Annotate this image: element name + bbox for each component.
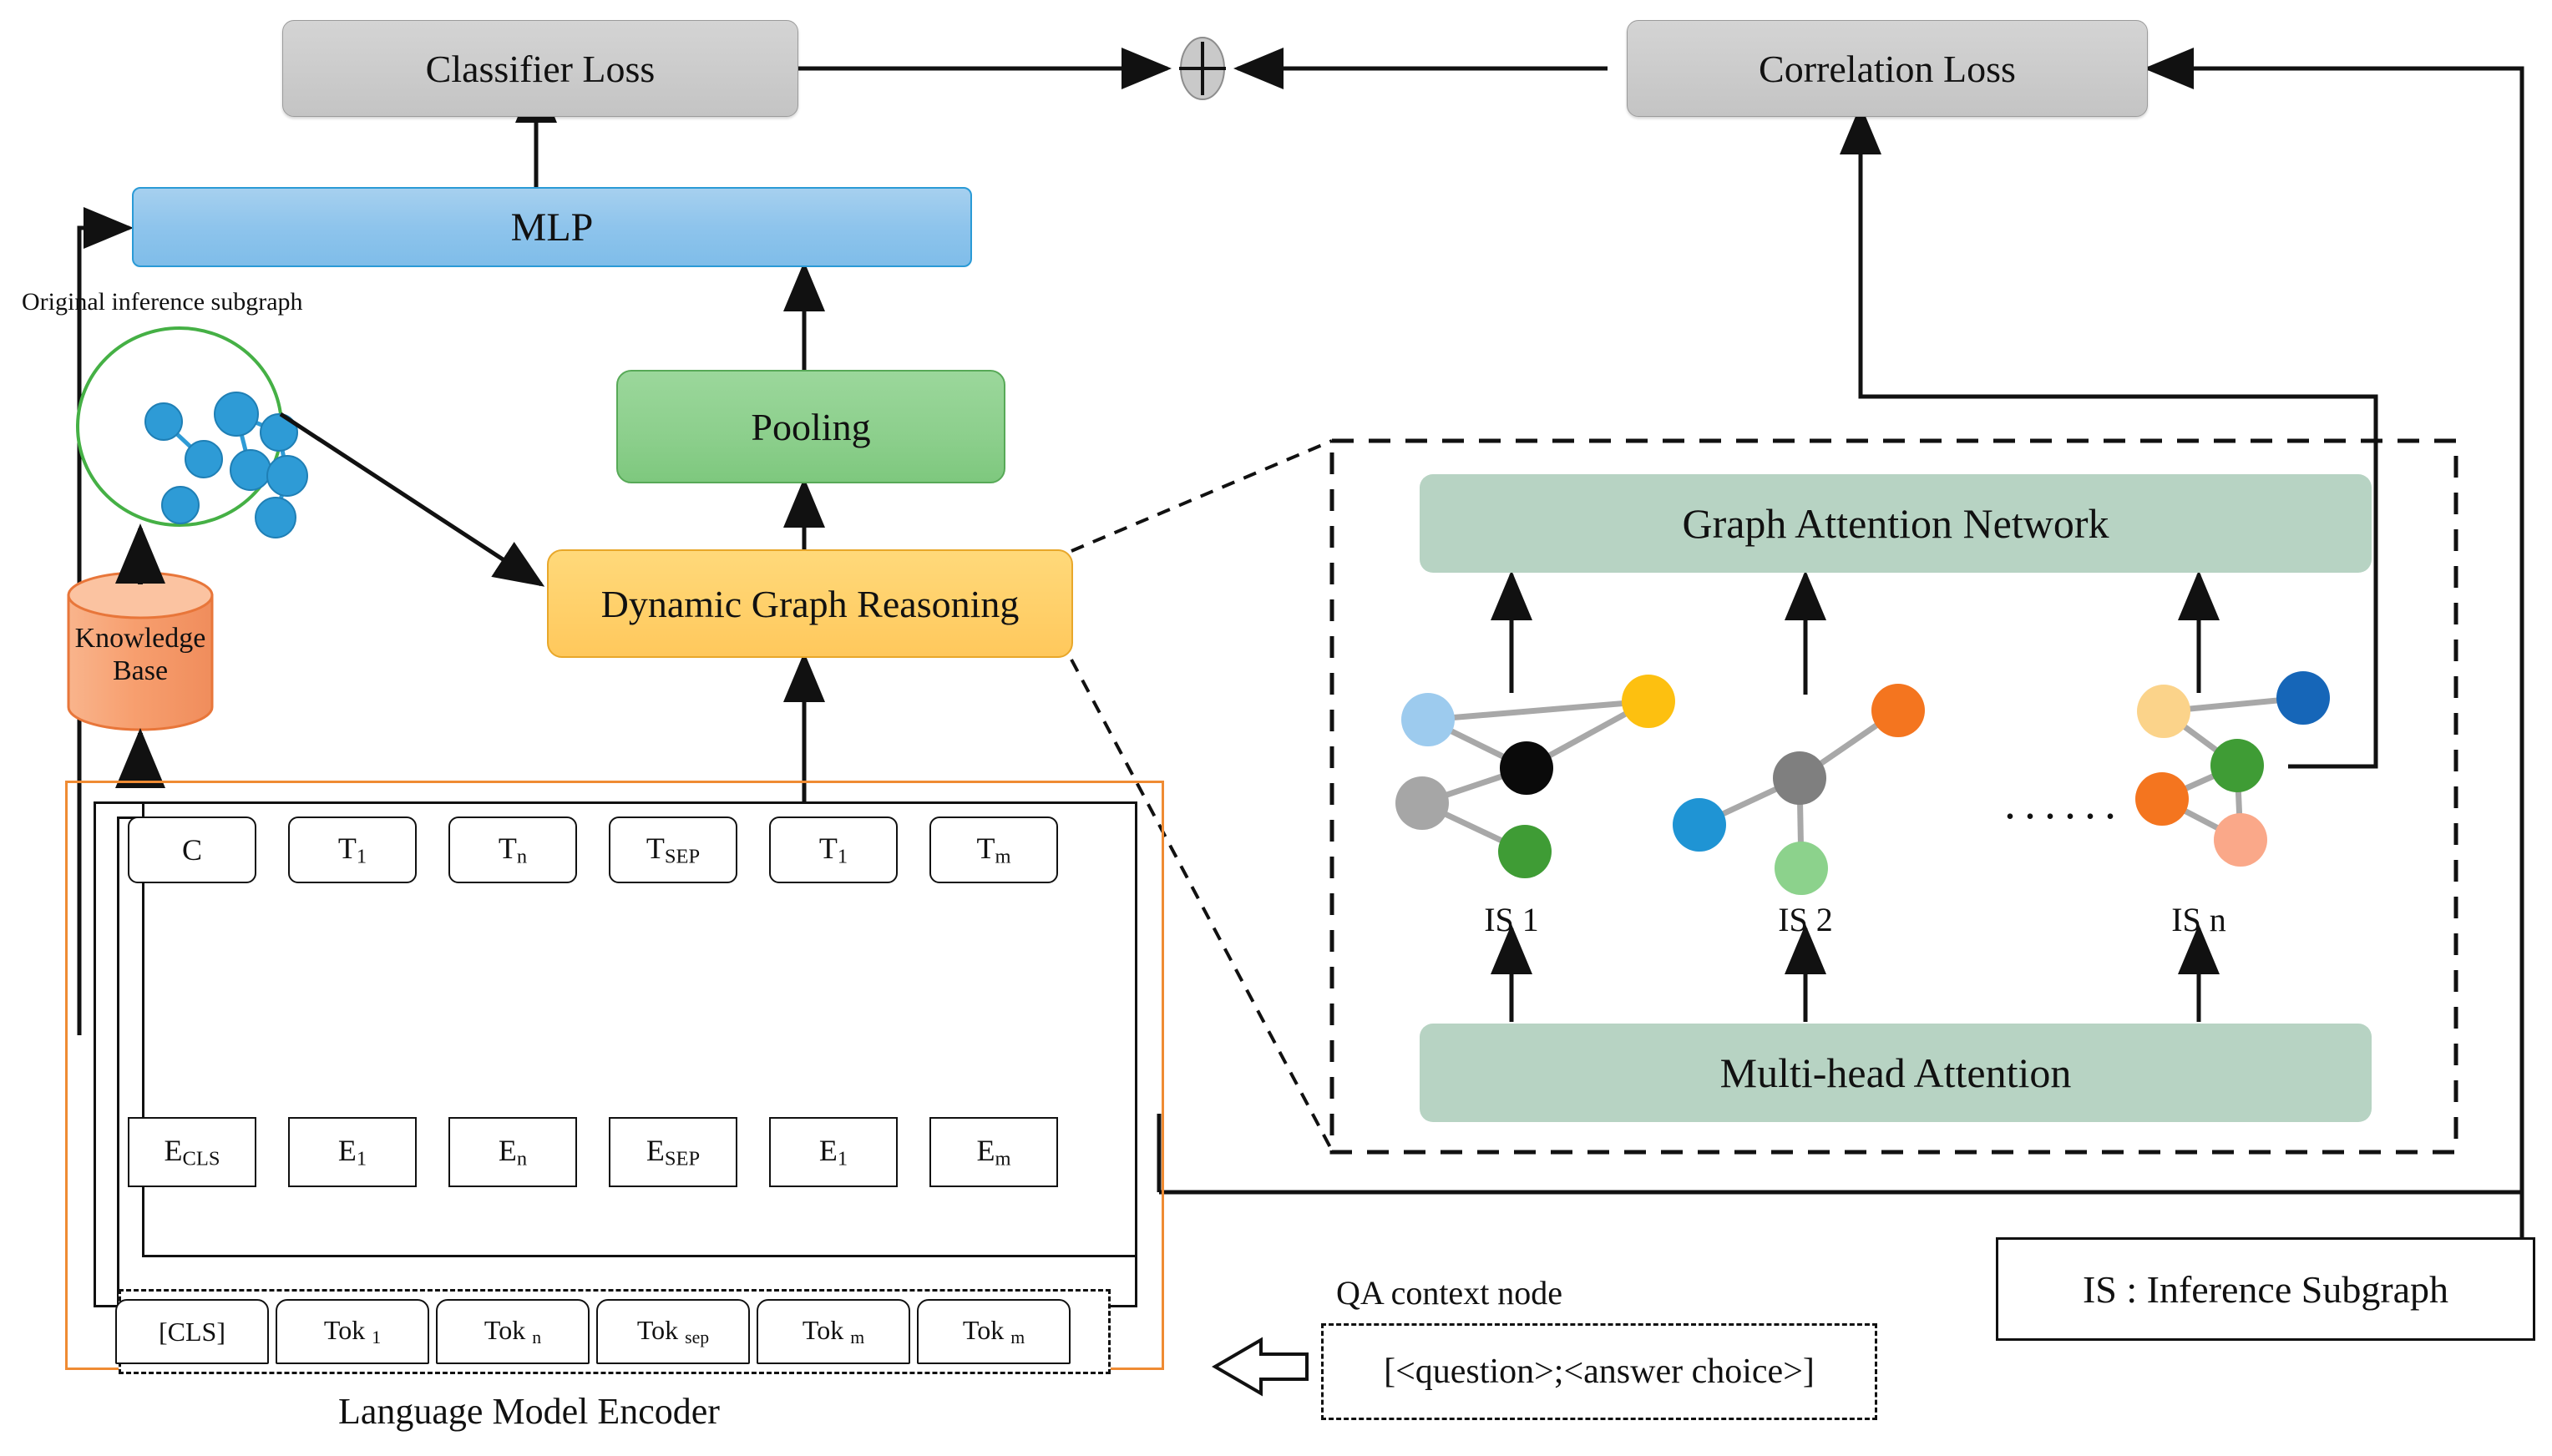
right-panel-dashed-border [1329, 438, 2458, 1155]
arrow-isn-to-correlation-loss [1840, 104, 2378, 769]
encoder-token-label: Tok sep [636, 1315, 710, 1347]
encoder-token-label: Tok m [802, 1315, 865, 1347]
original-inference-subgraph-label: Original inference subgraph [22, 288, 303, 316]
encoder-embedding-4: E1 [769, 1117, 898, 1187]
encoder-token-2[interactable]: Tok n [436, 1299, 590, 1364]
graph-node [2137, 685, 2190, 738]
isn-graph [2135, 671, 2330, 867]
graph-node [260, 413, 298, 452]
encoder-output-0: C [128, 816, 256, 883]
mlp-box[interactable]: MLP [132, 187, 972, 267]
encoder-output-3: TSEP [609, 816, 737, 883]
encoder-token-5[interactable]: Tok m [917, 1299, 1071, 1364]
legend-inference-subgraph: IS : Inference Subgraph [1996, 1237, 2535, 1341]
encoder-output-1: T1 [288, 816, 417, 883]
encoder-output-2: Tn [448, 816, 577, 883]
graph-attention-network-label: Graph Attention Network [1682, 500, 2109, 547]
dynamic-graph-reasoning-box[interactable]: Dynamic Graph Reasoning [547, 549, 1073, 658]
encoder-token-1[interactable]: Tok 1 [276, 1299, 429, 1364]
encoder-token-label: Tok 1 [323, 1315, 382, 1347]
graph-node [144, 402, 183, 441]
graph-node [1401, 693, 1455, 746]
encoder-embedding-5: Em [929, 1117, 1058, 1187]
multi-head-attention-box[interactable]: Multi-head Attention [1420, 1024, 2372, 1122]
knowledge-base-cylinder [67, 571, 214, 731]
graph-node [1673, 798, 1726, 852]
callout-top-line [1071, 439, 1333, 553]
knowledge-base-label-group: Knowledge Base [0, 622, 281, 687]
encoder-output-label: Tn [498, 832, 528, 868]
encoder-embedding-2: En [448, 1117, 577, 1187]
classifier-loss-box[interactable]: Classifier Loss [282, 20, 798, 117]
encoder-embedding-0: ECLS [128, 1117, 256, 1187]
correlation-loss-label: Correlation Loss [1759, 47, 2016, 90]
encoder-output-label: T1 [337, 832, 367, 868]
qa-context-value-box[interactable]: [<question>;<answer choice>] [1321, 1323, 1877, 1420]
graph-node [2214, 813, 2267, 867]
graph-node [2210, 739, 2264, 792]
encoder-token-label: Tok m [962, 1315, 1025, 1347]
qa-context-node-label: QA context node [1336, 1274, 1563, 1312]
encoder-embedding-label: Em [976, 1134, 1011, 1170]
is-n-label: IS n [2171, 901, 2226, 938]
encoder-token-label: Tok n [484, 1315, 542, 1347]
graph-node [255, 497, 296, 538]
graph-node [1498, 825, 1552, 878]
is1-graph [1395, 675, 1675, 878]
encoder-token-4[interactable]: Tok m [757, 1299, 910, 1364]
encoder-embedding-label: E1 [337, 1134, 367, 1170]
encoder-embedding-label: ESEP [646, 1134, 701, 1170]
multi-head-attention-label: Multi-head Attention [1719, 1049, 2072, 1096]
encoder-token-0[interactable]: [CLS] [115, 1299, 269, 1364]
encoder-embedding-label: E1 [818, 1134, 848, 1170]
graph-node [161, 486, 200, 524]
arrow-subgraph-to-dgr [279, 412, 545, 587]
encoder-embedding-label: ECLS [164, 1134, 220, 1170]
encoder-output-5: Tm [929, 816, 1058, 883]
graph-attention-network-box[interactable]: Graph Attention Network [1420, 474, 2372, 573]
legend-label: IS : Inference Subgraph [2082, 1267, 2449, 1311]
graph-node [1775, 842, 1828, 895]
graph-node [185, 440, 223, 478]
graph-node [1773, 751, 1826, 805]
graph-node [1500, 741, 1553, 795]
is-2-label: IS 2 [1778, 901, 1833, 938]
ellipsis-between-subgraphs: ...... [2004, 777, 2124, 829]
classifier-loss-label: Classifier Loss [425, 47, 656, 90]
arrow-encoder-to-mlp-feedback [77, 207, 134, 1035]
mlp-label: MLP [510, 205, 594, 250]
arrow-gat-to-correlation-loss [2144, 48, 2524, 1294]
knowledge-base-label-line2: Base [112, 655, 169, 687]
knowledge-base-label-line1: Knowledge [74, 623, 206, 654]
graph-node [2276, 671, 2330, 725]
graph-node [214, 392, 259, 437]
encoder-output-label: TSEP [646, 832, 701, 868]
language-model-encoder-caption: Language Model Encoder [338, 1391, 720, 1432]
dynamic-graph-reasoning-label: Dynamic Graph Reasoning [600, 582, 1020, 625]
is-1-label: IS 1 [1484, 901, 1539, 938]
encoder-embedding-label: En [498, 1134, 528, 1170]
qa-context-block-arrow [1212, 1337, 1309, 1397]
graph-node [1622, 675, 1675, 728]
pooling-box[interactable]: Pooling [616, 370, 1005, 483]
encoder-output-label: C [181, 833, 202, 867]
loss-sum-connector [798, 37, 1608, 100]
pooling-label: Pooling [751, 405, 871, 448]
original-inference-subgraph [76, 326, 308, 538]
is2-graph [1673, 684, 1925, 895]
graph-node [266, 455, 308, 497]
encoder-output-4: T1 [769, 816, 898, 883]
graph-node [1871, 684, 1925, 737]
graph-node [1395, 776, 1449, 830]
correlation-loss-box[interactable]: Correlation Loss [1627, 20, 2148, 117]
graph-node [230, 449, 271, 491]
encoder-token-3[interactable]: Tok sep [596, 1299, 750, 1364]
qa-context-value: [<question>;<answer choice>] [1384, 1352, 1815, 1391]
graph-node [2135, 772, 2189, 826]
encoder-output-label: T1 [818, 832, 848, 868]
encoder-embedding-1: E1 [288, 1117, 417, 1187]
encoder-output-label: Tm [976, 832, 1011, 868]
encoder-embedding-3: ESEP [609, 1117, 737, 1187]
encoder-token-label: [CLS] [159, 1316, 225, 1347]
